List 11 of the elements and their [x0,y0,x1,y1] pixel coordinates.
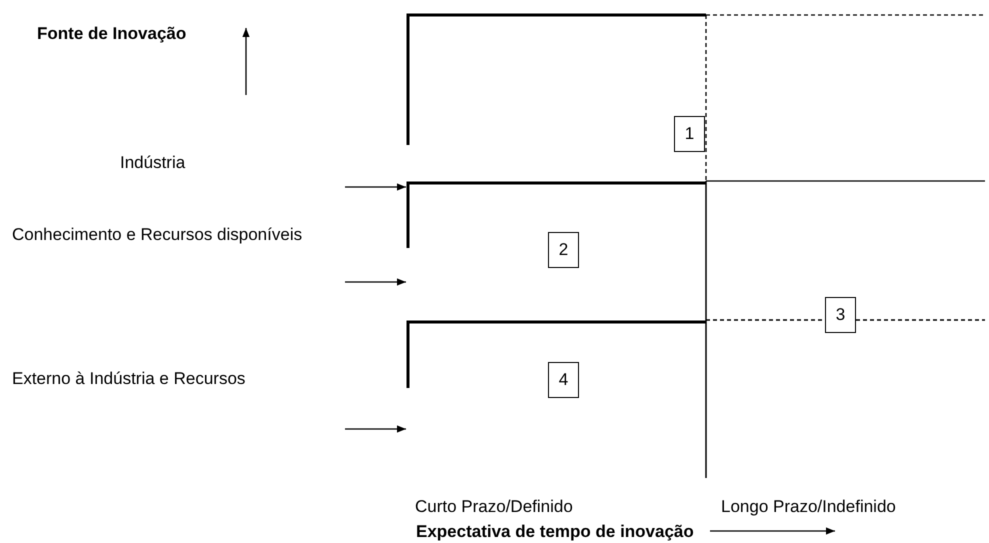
axis-category: Curto Prazo/Definido [415,496,573,518]
row-label: Externo à Indústria e Recursos [12,368,246,390]
region-number: 3 [825,297,856,333]
row-label: Indústria [120,152,186,174]
axis-title: Fonte de Inovação [37,23,186,45]
axis-category: Longo Prazo/Indefinido [721,496,896,518]
region-number: 1 [674,116,705,152]
region-number: 2 [548,232,579,268]
row-label: Conhecimento e Recursos disponíveis [12,224,304,246]
region-number: 4 [548,362,579,398]
axis-title: Expectativa de tempo de inovação [416,521,694,543]
